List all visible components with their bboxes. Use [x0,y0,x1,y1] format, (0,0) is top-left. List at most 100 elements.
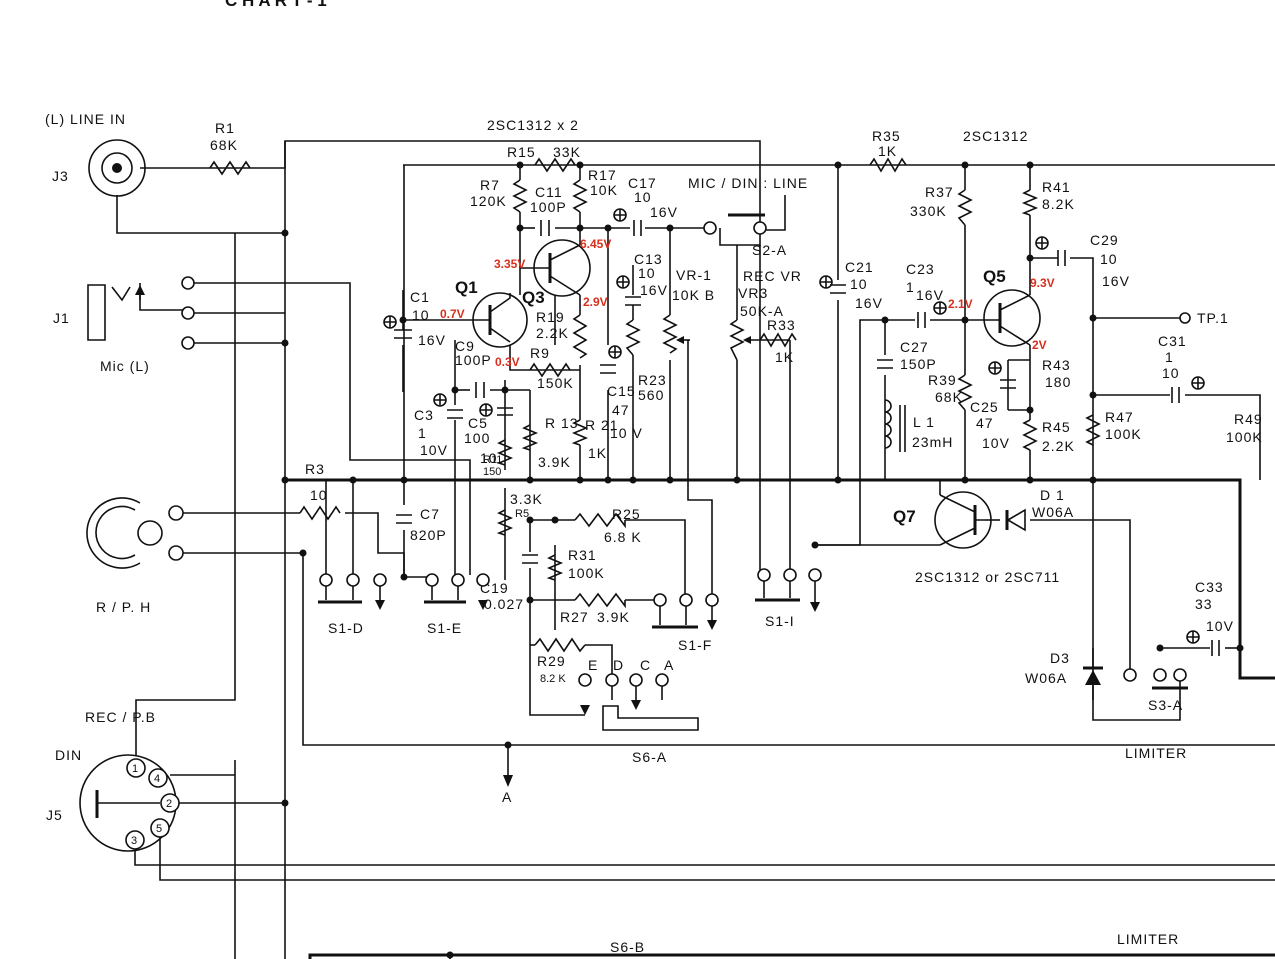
r45-name: R45 [1042,419,1071,435]
c13-name: C13 [634,251,663,267]
jack-j3-line-in: (L) LINE IN J3 [45,111,146,197]
c5-symbol [497,407,513,416]
c23-symbol [917,312,926,328]
vr3-value: 50K-A [740,303,784,319]
c25-name: C25 [970,399,999,415]
c33-rating: 10V [1206,618,1234,634]
q3-label: Q3 [522,288,545,307]
r3-symbol [299,505,341,521]
r13-name: R 13 [545,415,579,431]
vr1-pot: VR-1 10K B [662,267,714,354]
s3a-label: S3-A [1148,697,1183,713]
c11-value: 100P [530,199,567,215]
q1-label: Q1 [455,278,478,297]
l1-name: L 1 [913,414,935,430]
diode-d1: D 1 W06A [1005,487,1073,532]
c9-symbol [475,382,485,398]
capacitors [383,208,1220,656]
c1-value: 10 [412,307,430,323]
vr1-name: VR-1 [676,267,712,283]
r25-symbol [574,512,626,529]
c27-name: C27 [900,339,929,355]
transistor-q5: Q5 [983,267,1041,347]
junction-dots [281,161,1244,959]
c3-value: 1 [418,425,427,441]
c15-symbol [600,364,616,374]
c5-rating: 10 [480,450,498,466]
c27-value: 150P [900,356,937,372]
c31-value: 1 [1165,349,1174,365]
c15-rating: 10 V [610,425,643,441]
c9-name: C9 [455,338,475,354]
r47-symbol [1085,414,1101,446]
switch-s1d: S1-D [318,573,387,636]
c7-value: 820P [410,527,447,543]
c17-name: C17 [628,175,657,191]
q7-label: Q7 [893,507,916,526]
r11-value: 150 [483,466,501,478]
c21-rating: 16V [855,295,883,311]
mic-label: Mic (L) [100,358,150,374]
j1-label: J1 [53,310,70,326]
resistors [209,157,1101,653]
r19-name: R19 [536,309,565,325]
din-pin-4: 4 [154,773,160,785]
r43-name: R43 [1042,357,1071,373]
r19-value: 2.2K [536,325,569,341]
c33-symbol [1211,640,1220,656]
s1d-label: S1-D [328,620,364,636]
transistor-q7: Q7 2SC1312 or 2SC711 [893,491,1059,585]
c13-value: 10 [638,265,656,281]
tp1-label: TP.1 [1197,310,1229,326]
din-pin-2: 2 [166,798,172,810]
jack-j5-din: 1 4 2 3 5 DIN J5 REC / P.B [46,709,180,852]
c31-rating: 10 [1162,365,1180,381]
c29-rating: 16V [1102,273,1130,289]
c23-name: C23 [906,261,935,277]
c23-value: 1 [906,279,915,295]
din-pin-1: 1 [132,763,138,775]
r1-symbol [209,160,251,176]
c7-name: C7 [420,506,440,522]
r39-name: R39 [928,372,957,388]
r35-symbol [869,157,907,173]
c31-symbol [1171,387,1180,403]
r43-value: 180 [1045,374,1071,390]
r9-name: R9 [530,345,550,361]
r27-symbol [574,592,626,609]
limiter-label-2: LIMITER [1117,931,1179,947]
resistor-labels: R1 68K R3 10 R15 33K R7 120K R17 10K R19… [210,120,1262,685]
r39-symbol [957,374,973,411]
line-in-label: (L) LINE IN [45,111,126,127]
r21-value: 1K [588,445,607,461]
din-label: DIN [55,747,82,763]
r13-symbol [521,424,539,451]
s6a-label: S6-A [632,749,667,765]
c7-symbol [396,514,412,524]
c3-symbol [447,409,463,419]
r31-value: 100K [568,565,605,581]
r35-value: 1K [878,143,897,159]
c21-value: 10 [850,276,868,292]
test-point-tp1: TP.1 [1179,310,1229,326]
r7-value: 120K [470,193,507,209]
r41-value: 8.2K [1042,196,1075,212]
r37-name: R37 [925,184,954,200]
rec-pb-label: REC / P.B [85,709,156,725]
s6a-pos-e: E [588,657,598,673]
c17-rating: 16V [650,204,678,220]
c29-name: C29 [1090,232,1119,248]
c11-name: C11 [535,184,563,200]
c1-name: C1 [410,289,430,305]
r45-value: 2.2K [1042,438,1075,454]
q3-collector-voltage: 6.45V [580,237,611,251]
r11-symbol [496,439,514,466]
q5-label: Q5 [983,267,1006,286]
switch-s1f: S1-F [652,593,719,653]
r31-symbol [546,554,564,581]
rph-label: R / P. H [96,599,151,615]
r1-name: R1 [215,120,235,136]
q1-emitter-voltage: 0.3V [495,355,520,369]
r37-symbol [957,189,973,226]
